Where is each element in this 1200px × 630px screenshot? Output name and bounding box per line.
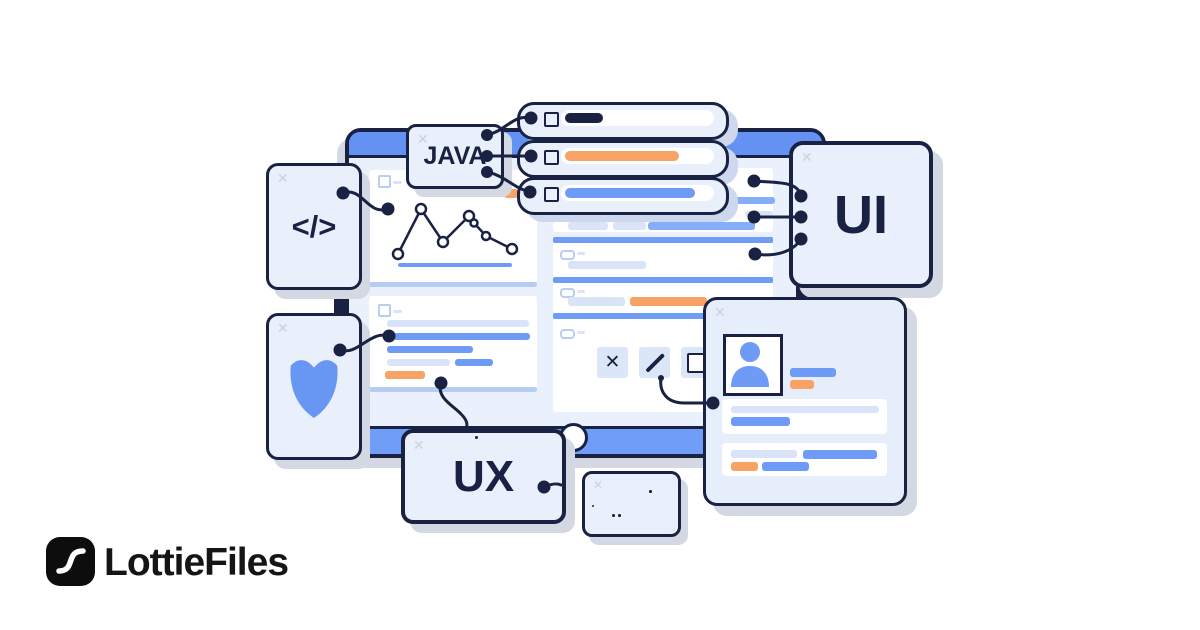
square-icon	[544, 112, 559, 127]
brand-name: LottieFiles	[104, 541, 289, 584]
ui-label: UI	[834, 184, 888, 245]
placeholder-bar	[568, 222, 608, 230]
label-dash	[393, 181, 402, 184]
label-dash	[393, 310, 402, 313]
list-bullet-icon	[560, 250, 575, 260]
divider-bar	[553, 237, 773, 243]
shield-icon	[290, 359, 338, 418]
pill-fill-2	[565, 151, 679, 161]
placeholder-bar	[568, 297, 625, 306]
placeholder-bar	[731, 406, 879, 413]
ui-node-card: ✕ UI	[789, 141, 933, 288]
pill-fill-3	[565, 188, 695, 198]
square-icon	[544, 150, 559, 165]
lottiefiles-logo-icon[interactable]	[46, 537, 95, 586]
close-icon[interactable]: ✕	[417, 131, 429, 147]
placeholder-bar	[387, 346, 473, 353]
label-dash	[577, 252, 585, 255]
empty-node-card: ✕	[582, 471, 681, 537]
close-icon[interactable]: ✕	[413, 437, 425, 453]
ux-label: UX	[452, 451, 515, 501]
placeholder-bar	[568, 261, 646, 269]
java-node-card: ✕ JAVA	[406, 124, 504, 189]
java-label: JAVA	[423, 142, 487, 170]
close-icon[interactable]: ✕	[277, 170, 289, 186]
speck	[592, 505, 594, 507]
placeholder-bar	[613, 222, 646, 230]
placeholder-bar-orange	[790, 380, 814, 389]
speck	[618, 514, 621, 517]
placeholder-bar	[387, 320, 529, 327]
placeholder-bar	[803, 450, 877, 459]
placeholder-bar-orange	[731, 462, 758, 471]
placeholder-bar-orange	[504, 189, 518, 198]
placeholder-bar	[700, 197, 775, 204]
placeholder-bar	[731, 417, 790, 426]
speck	[475, 436, 478, 439]
list-bullet-icon	[560, 329, 575, 339]
label-dash	[577, 290, 585, 293]
placeholder-bar	[731, 450, 797, 458]
card-footer-bar	[369, 387, 537, 392]
placeholder-bar-orange	[385, 371, 425, 379]
close-icon[interactable]: ✕	[801, 149, 813, 165]
speck	[649, 490, 652, 493]
code-node-card: ✕ </>	[266, 163, 362, 290]
text-card	[369, 296, 537, 388]
card-footer-bar	[369, 282, 537, 287]
label-dash	[577, 214, 585, 217]
placeholder-bar	[393, 333, 530, 340]
search-pill-2[interactable]	[517, 140, 729, 178]
divider-bar	[553, 277, 773, 283]
placeholder-bar	[455, 359, 493, 366]
avatar	[723, 334, 783, 396]
label-dash	[577, 331, 585, 334]
square-icon	[544, 187, 559, 202]
checkbox-icon[interactable]	[378, 304, 391, 317]
s-curve-swoosh-icon	[56, 548, 86, 574]
placeholder-bar	[387, 359, 450, 366]
slash-icon	[644, 352, 665, 373]
close-icon[interactable]: ✕	[593, 478, 604, 492]
search-pill-1[interactable]	[517, 102, 729, 140]
slash-tool-button[interactable]	[639, 347, 670, 378]
checkbox-icon[interactable]	[378, 175, 391, 188]
placeholder-bar	[745, 211, 773, 217]
close-icon[interactable]: ✕	[277, 320, 289, 336]
x-icon: ✕	[604, 352, 621, 373]
profile-row	[722, 399, 887, 434]
x-tool-button[interactable]: ✕	[597, 347, 628, 378]
code-label: </>	[291, 209, 337, 244]
close-icon[interactable]: ✕	[714, 304, 726, 320]
person-icon	[731, 342, 769, 387]
profile-row	[722, 443, 887, 476]
chart-underline-bar	[398, 263, 512, 267]
search-pill-3[interactable]	[517, 177, 729, 215]
list-bullet-icon	[560, 288, 575, 298]
placeholder-bar	[648, 222, 755, 230]
divider-bar	[553, 313, 773, 319]
placeholder-bar-orange	[630, 297, 707, 306]
pill-fill-1	[565, 113, 603, 123]
list-row	[553, 243, 773, 277]
shield-node-card: ✕	[266, 313, 362, 460]
placeholder-bar	[790, 368, 836, 377]
profile-card: ✕	[703, 297, 907, 506]
placeholder-bar	[762, 462, 809, 471]
line-chart	[391, 202, 519, 261]
ux-node-card: ✕ UX	[401, 429, 566, 524]
speck	[612, 514, 615, 517]
